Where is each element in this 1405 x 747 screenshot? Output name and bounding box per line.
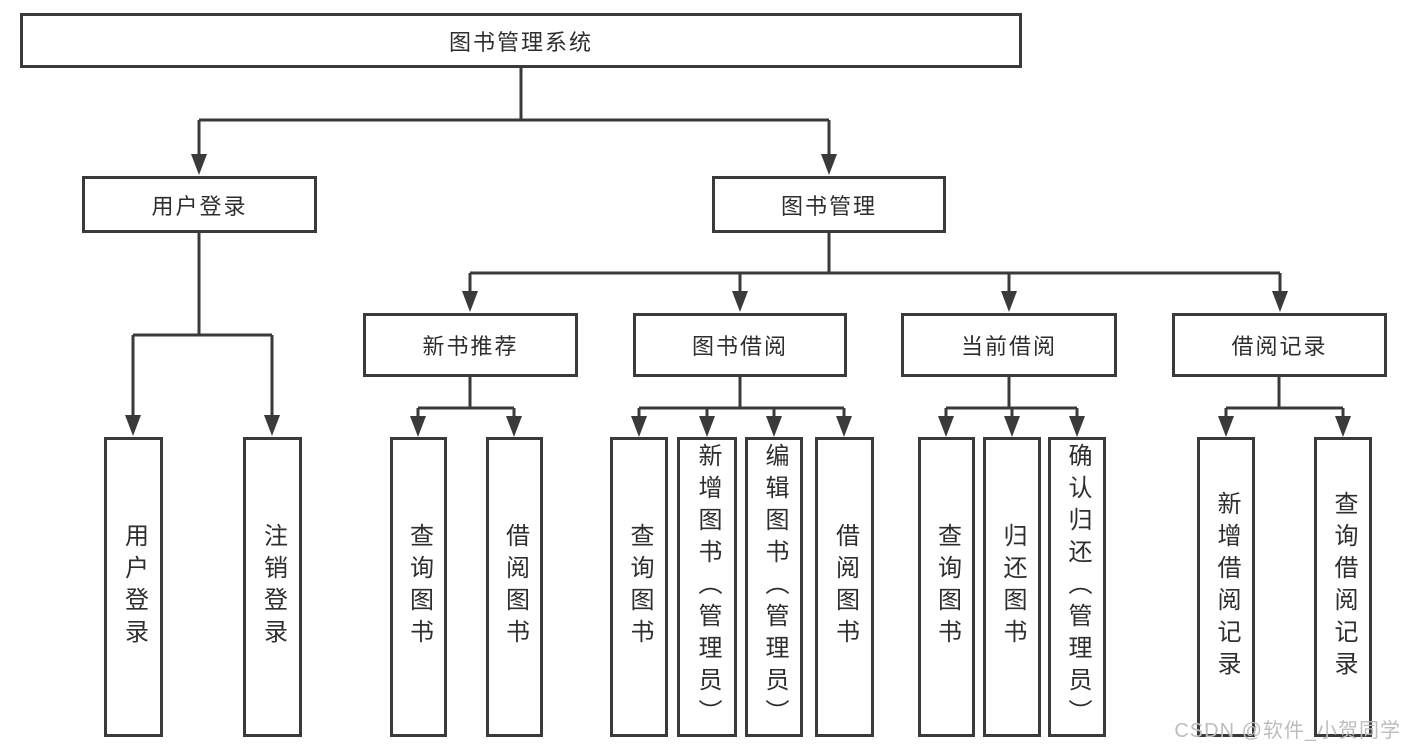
leaf-user-login-label: 用户登录 [120, 523, 148, 651]
leaf-bb-edit-books-admin-label: 编辑图书（管理员） [761, 443, 788, 731]
node-borrow-record: 借阅记录 [1172, 313, 1387, 377]
leaf-bb-add-books-admin-label: 新增图书（管理员） [694, 443, 721, 731]
node-new-book-recommend: 新书推荐 [363, 313, 578, 377]
node-current-borrow-label: 当前借阅 [960, 334, 1057, 359]
leaf-bb-query-books: 查询图书 [610, 437, 668, 737]
leaf-bb-edit-books-admin: 编辑图书（管理员） [745, 437, 803, 737]
node-root: 图书管理系统 [20, 13, 1022, 68]
leaf-cb-confirm-return-admin-label: 确认归还（管理员） [1064, 443, 1091, 731]
leaf-cb-query-books-label: 查询图书 [933, 523, 961, 651]
arrowheads [125, 154, 1351, 437]
leaf-cb-confirm-return-admin: 确认归还（管理员） [1048, 437, 1106, 737]
leaf-bb-query-books-label: 查询图书 [626, 523, 653, 651]
leaf-cb-query-books: 查询图书 [918, 437, 975, 737]
node-borrow-record-label: 借阅记录 [1231, 334, 1328, 359]
node-current-borrow: 当前借阅 [901, 313, 1117, 377]
leaf-bb-add-books-admin: 新增图书（管理员） [677, 437, 737, 737]
node-book-borrow-label: 图书借阅 [691, 334, 788, 359]
csdn-watermark: CSDN @软件_小贺同学 [1174, 720, 1401, 742]
node-book-borrow: 图书借阅 [633, 313, 847, 377]
leaf-br-add-record: 新增借阅记录 [1197, 437, 1255, 737]
node-user-login: 用户登录 [82, 176, 317, 233]
leaf-user-login: 用户登录 [104, 437, 163, 737]
leaf-nb-borrow-books: 借阅图书 [486, 437, 543, 737]
node-book-management-label: 图书管理 [780, 193, 877, 219]
leaf-nb-query-books-label: 查询图书 [405, 523, 433, 651]
leaf-nb-query-books: 查询图书 [390, 437, 447, 737]
leaf-br-query-record: 查询借阅记录 [1314, 437, 1372, 737]
leaf-br-query-record-label: 查询借阅记录 [1330, 491, 1357, 683]
leaf-logout-label: 注销登录 [259, 523, 287, 651]
leaf-cb-return-books: 归还图书 [983, 437, 1041, 737]
leaf-bb-borrow-books: 借阅图书 [815, 437, 874, 737]
leaf-nb-borrow-books-label: 借阅图书 [501, 523, 529, 651]
leaf-logout: 注销登录 [243, 437, 302, 737]
leaf-bb-borrow-books-label: 借阅图书 [831, 523, 859, 651]
node-book-management: 图书管理 [712, 176, 946, 233]
node-user-login-label: 用户登录 [151, 193, 248, 219]
leaf-br-add-record-label: 新增借阅记录 [1213, 491, 1240, 683]
leaf-cb-return-books-label: 归还图书 [999, 523, 1026, 651]
node-root-label: 图书管理系统 [448, 29, 593, 55]
node-new-book-recommend-label: 新书推荐 [422, 334, 519, 359]
